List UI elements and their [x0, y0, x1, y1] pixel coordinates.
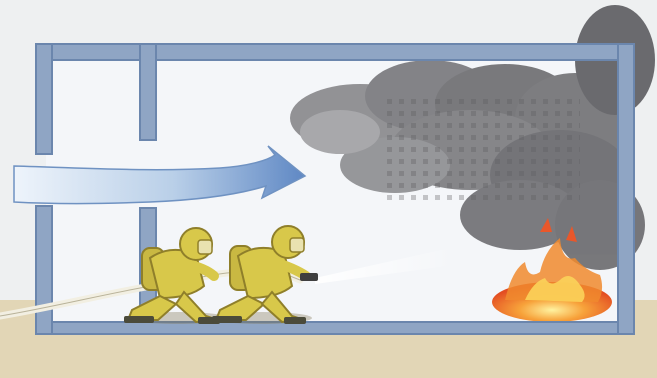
firefighting-illustration — [0, 0, 657, 378]
